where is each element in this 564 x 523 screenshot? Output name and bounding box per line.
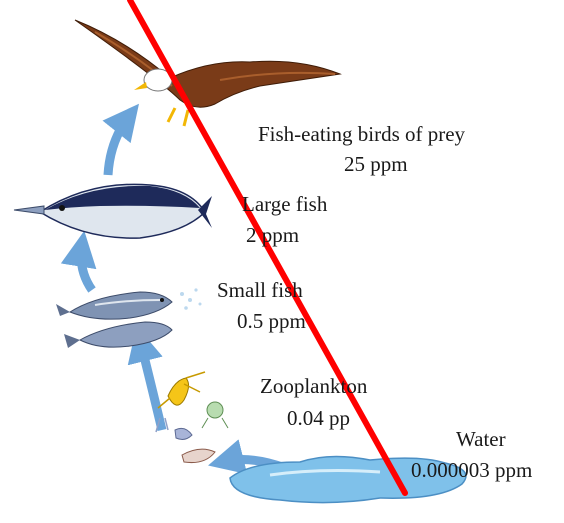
zooplankton-illustration bbox=[156, 372, 228, 463]
arrow-zooplankton-to-small-fish bbox=[140, 340, 162, 430]
level-large-fish-name: Large fish bbox=[242, 194, 327, 215]
level-large-fish-value: 2 ppm bbox=[246, 225, 299, 246]
tuna-illustration bbox=[14, 184, 212, 238]
level-zooplankton-value: 0.04 pp bbox=[287, 408, 350, 429]
level-zooplankton-name: Zooplankton bbox=[260, 376, 367, 397]
eagle-illustration bbox=[75, 20, 340, 126]
arrow-large-fish-to-bird bbox=[108, 115, 130, 175]
level-water-name: Water bbox=[456, 429, 506, 450]
level-small-fish-name: Small fish bbox=[217, 280, 303, 301]
arrow-small-fish-to-large-fish bbox=[81, 245, 92, 290]
level-water-value: 0.000003 ppm bbox=[411, 460, 532, 481]
small-fish-illustration bbox=[56, 288, 202, 348]
level-birds-name: Fish-eating birds of prey bbox=[258, 124, 465, 145]
level-small-fish-value: 0.5 ppm bbox=[237, 311, 306, 332]
level-birds-value: 25 ppm bbox=[344, 154, 408, 175]
